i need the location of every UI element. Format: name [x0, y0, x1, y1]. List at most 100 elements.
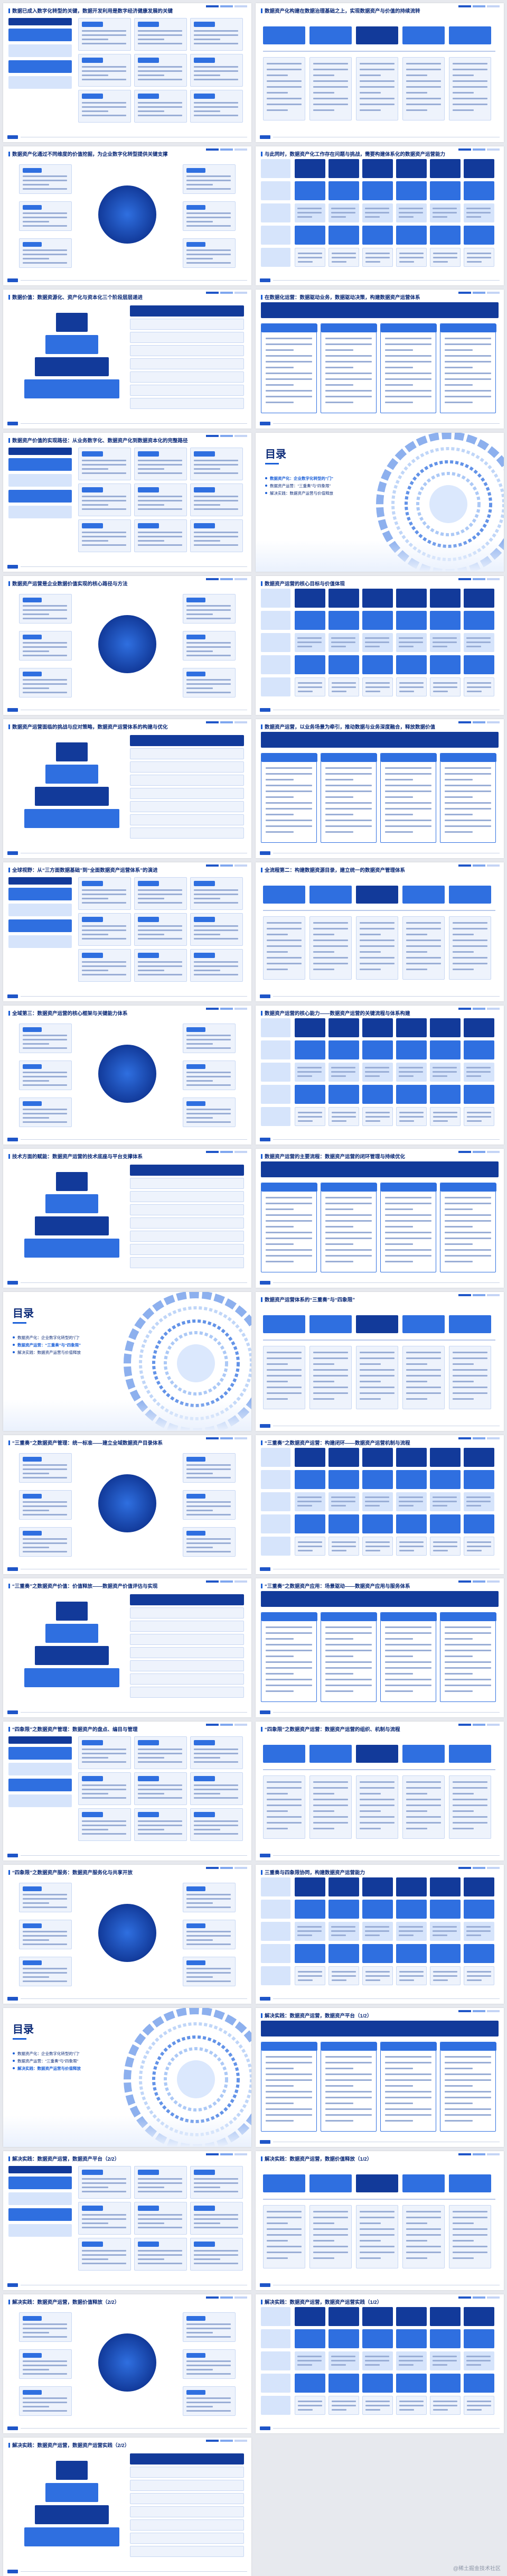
layer-cell	[430, 1448, 461, 1467]
text-line	[194, 2187, 221, 2188]
section-tags	[458, 1151, 500, 1153]
text-line	[325, 2079, 372, 2081]
text-line	[360, 1363, 381, 1365]
slide-thumbnail[interactable]: 在数据化运营：数据驱动业务，数据驱动决策，构建数据资产运营体系	[256, 290, 504, 429]
layer-cell	[328, 1040, 359, 1059]
text-line	[385, 378, 431, 380]
slide-thumbnail[interactable]: 解决实践：数据资产运营，数据资产平台（2/2）	[3, 2151, 251, 2290]
slide-thumbnail[interactable]: 数据资产运营，以业务场景为牵引，推动数据与业务深度融合，释放数据价值	[256, 719, 504, 858]
tag-chip	[220, 292, 233, 294]
info-card	[190, 2238, 243, 2271]
toc-item[interactable]: 数据资产化：企业数字化转型的“门”	[13, 1334, 126, 1342]
slide-thumbnail[interactable]: “四象限”之数据资产服务：数据资产服务化与共享开放	[3, 1865, 251, 2004]
card-label	[138, 22, 159, 27]
slide-thumbnail[interactable]: 数据价值：数据资源化、资产化与资本化三个阶段层层递进	[3, 290, 251, 429]
tag-chip	[473, 5, 485, 7]
toc-item[interactable]: 数据资产运营：“三重奏”与“四象限”	[265, 482, 379, 490]
text-line	[297, 646, 312, 647]
slide-thumbnail[interactable]: 解决实践：数据资产运营，数据价值释放（1/2）	[256, 2151, 504, 2290]
flow-step	[356, 26, 398, 44]
slide-thumbnail[interactable]: 数据资产运营是企业数据价值实现的核心路径与方法	[3, 576, 251, 715]
card-label	[194, 881, 215, 886]
text-line	[186, 2365, 231, 2366]
detail-card	[263, 1346, 305, 1409]
layer-label	[261, 2351, 290, 2370]
card-label	[194, 917, 215, 922]
slide-thumbnail[interactable]: 技术方面的赋能：数据资产运营的技术底座与平台支撑体系	[3, 1149, 251, 1288]
slide-thumbnail[interactable]: “四象限”之数据资产管理：数据资产的盘点、编目与管理	[3, 1722, 251, 1861]
text-line	[82, 934, 109, 935]
wheel-core	[177, 2060, 215, 2098]
slide-thumbnail[interactable]: 数据资产化构建在数据治理基础之上，实现数据资产与价值的持续流转	[256, 3, 504, 142]
brand-logo-icon	[7, 2426, 18, 2430]
slide-thumbnail[interactable]: “三重奏”之数据资产运营：构建闭环——数据资产运营机制与流程	[256, 1435, 504, 1574]
slide-thumbnail[interactable]: 解决实践：数据资产运营，数据价值释放（2/2）	[3, 2294, 251, 2433]
text-line	[82, 2258, 109, 2260]
text-line	[365, 1975, 390, 1977]
toc-item[interactable]: 数据资产运营：“三重奏”与“四象限”	[13, 1342, 126, 1349]
toc-slide[interactable]: 目录数据资产化：企业数字化转型的“门”数据资产运营：“三重奏”与“四象限”解决实…	[3, 2008, 251, 2147]
layer-cell	[464, 159, 494, 178]
slide-thumbnail[interactable]: 数据资产运营体系的“三重奏”与“四象限”	[256, 1292, 504, 1431]
text-line	[23, 1551, 67, 1552]
layer-cell	[328, 655, 359, 674]
slide-thumbnail[interactable]: 数据资产化通过不同维度的价值挖掘，为企业数字化转型提供关键支撑	[3, 146, 251, 285]
slide-thumbnail[interactable]: “三重奏”之数据资产应用：场景驱动——数据资产应用与服务体系	[256, 1578, 504, 1717]
text-line	[267, 922, 302, 924]
toc-item[interactable]: 数据资产化：企业数字化转型的“门”	[265, 475, 379, 482]
text-line	[325, 1690, 353, 1692]
slide-thumbnail[interactable]: 数据资产运营的核心能力——数据资产运营的关键流程与体系构建	[256, 1006, 504, 1145]
text-line	[194, 889, 238, 891]
slide-thumbnail[interactable]: 数据资产运营的核心目标与价值体现	[256, 576, 504, 715]
slide-thumbnail[interactable]: 与此同时，数据资产化工作存在问题与挑战，需要构建体系化的数据资产运营能力	[256, 146, 504, 285]
slide-thumbnail[interactable]: 解决实践：数据资产运营，数据资产运营实践（1/2）	[256, 2294, 504, 2433]
slide-thumbnail[interactable]: 解决实践：数据资产运营，数据资产平台（1/2）	[256, 2008, 504, 2147]
toc-item[interactable]: 解决实践：数据资产运营与价值释放	[13, 1349, 126, 1356]
tag-chip	[234, 1008, 247, 1010]
slide-thumbnail[interactable]: 全域第三：数据资产运营的核心框架与关键能力体系	[3, 1006, 251, 1145]
slide-thumbnail[interactable]: “三重奏”之数据资产价值：价值释放——数据资产价值评估与实现	[3, 1578, 251, 1717]
text-line	[325, 2108, 372, 2110]
text-line	[267, 2217, 302, 2218]
toc-slide[interactable]: 目录数据资产化：企业数字化转型的“门”数据资产运营：“三重奏”与“四象限”解决实…	[3, 1292, 251, 1431]
text-line	[365, 1546, 390, 1547]
left-box	[8, 490, 72, 503]
slide-thumbnail[interactable]: “四象限”之数据资产运营：数据资产运营的组织、机制与流程	[256, 1722, 504, 1861]
text-line	[138, 894, 182, 895]
card-label	[82, 881, 103, 886]
slide-thumbnail[interactable]: 全球视野：从“三方面数据基础”到“全面数据资产运营体系”的演进	[3, 862, 251, 1001]
slide-thumbnail[interactable]: 全流程第二：构建数据资源目录，建立统一的数据资产管理体系	[256, 862, 504, 1001]
toc-item[interactable]: 数据资产运营：“三重奏”与“四象限”	[13, 2058, 126, 2065]
text-line	[433, 2360, 457, 2361]
slide-thumbnail[interactable]: 三重奏与四象限协同，构建数据资产运营能力	[256, 1865, 504, 2004]
text-line	[445, 1632, 491, 1634]
layer-cell	[295, 1063, 325, 1082]
orbit-card	[183, 238, 236, 268]
slide-thumbnail[interactable]: 数据已成入数字化转型的关键，数据开发利用是数字经济健康发展的关键	[3, 3, 251, 142]
slide-thumbnail[interactable]: “三重奏”之数据资产管理：统一标准——建立全域数据资产目录体系	[3, 1435, 251, 1574]
text-line	[360, 1357, 395, 1359]
slide-thumbnail[interactable]: 数据资产运营的主要流程：数据资产运营的闭环管理与持续优化	[256, 1149, 504, 1288]
toc-slide[interactable]: 目录数据资产化：企业数字化转型的“门”数据资产运营：“三重奏”与“四象限”解决实…	[256, 433, 504, 572]
text-line	[194, 1829, 221, 1830]
toc-item[interactable]: 数据资产化：企业数字化转型的“门”	[13, 2050, 126, 2058]
slide-thumbnail[interactable]: 数据资产价值的实现路径：从业务数字化、数据资产化到数据资本化的完整路径	[3, 433, 251, 572]
text-line	[332, 1975, 356, 1977]
text-line	[406, 1357, 441, 1359]
slide-body	[261, 1018, 499, 1133]
text-line	[365, 261, 380, 263]
text-line	[194, 496, 238, 497]
toc-item[interactable]: 解决实践：数据资产运营与价值释放	[13, 2065, 126, 2072]
text-line	[325, 2068, 353, 2069]
text-line	[445, 785, 491, 786]
text-line	[360, 940, 395, 941]
toc-item[interactable]: 解决实践：数据资产运营与价值释放	[265, 490, 379, 497]
slide-thumbnail[interactable]: 解决实践：数据资产运营，数据资产运营实践（2/2）	[3, 2438, 251, 2576]
text-line	[445, 2120, 473, 2122]
slide-thumbnail[interactable]: 数据资产运营面临的挑战与应对策略，数据资产运营体系的构建与优化	[3, 719, 251, 858]
text-line	[267, 1793, 288, 1794]
text-line	[313, 1799, 348, 1800]
pyramid-tier	[24, 1668, 119, 1687]
wheel-ring	[124, 2008, 251, 2147]
text-line	[360, 1793, 381, 1794]
